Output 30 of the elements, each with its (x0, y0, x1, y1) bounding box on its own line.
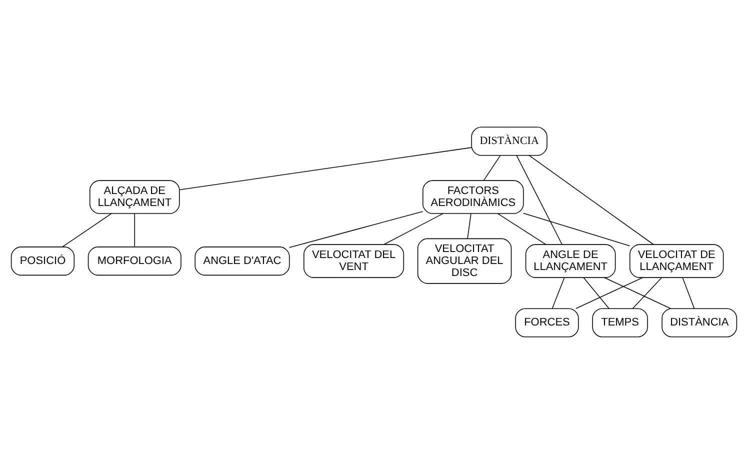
node-box: FACTORS AERODINÀMICS (422, 180, 524, 214)
connector (552, 277, 565, 309)
connector (576, 277, 643, 309)
connector (62, 213, 112, 248)
connector (516, 155, 562, 245)
connector (179, 147, 472, 190)
connector (384, 213, 444, 245)
connector (604, 277, 671, 309)
connector (467, 213, 472, 240)
node-box: TEMPS (592, 308, 648, 338)
connector (528, 155, 654, 245)
node-box: FORCES (515, 308, 579, 338)
connector (583, 277, 610, 309)
node-box: DISTÀNCIA (471, 126, 548, 156)
node-box: MORFOLOGIA (88, 246, 182, 276)
connector (288, 211, 424, 248)
connector (523, 212, 630, 246)
node-box: ALÇADA DE LLANÇAMENT (89, 180, 180, 214)
node-box: ANGLE D'ATAC (194, 246, 290, 276)
node-box: POSICIÓ (10, 246, 75, 276)
node-box: VELOCITAT DEL VENT (304, 244, 404, 278)
connector (483, 155, 501, 181)
connector (682, 277, 695, 309)
node-box: VELOCITAT DE LLANÇAMENT (629, 244, 724, 278)
connector (497, 213, 546, 245)
node-box: DISTÀNCIA (662, 308, 738, 338)
connector (632, 277, 662, 309)
connector (134, 213, 136, 248)
node-box: ANGLE DE LLANÇAMENT (525, 244, 616, 278)
node-box: VELOCITAT ANGULAR DEL DISC (417, 238, 512, 284)
